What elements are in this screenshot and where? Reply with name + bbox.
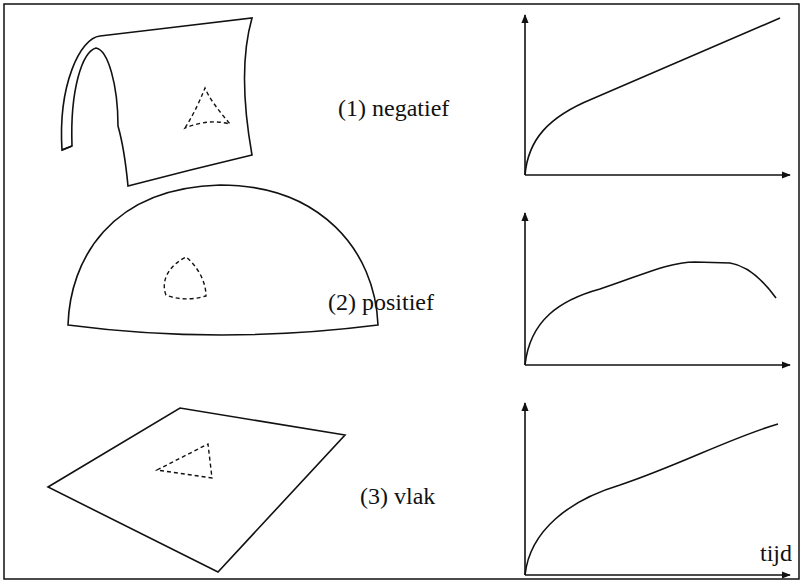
saddle-surface <box>62 18 252 186</box>
curvature-label: (2) positief <box>328 288 434 317</box>
flat-surface <box>48 408 345 572</box>
growth-graphs <box>525 15 790 575</box>
axis-label: tijd <box>760 539 792 568</box>
curvature-label: (1) negatief <box>338 94 449 123</box>
curvature-label: (3) vlak <box>360 482 435 511</box>
frame <box>4 4 799 579</box>
